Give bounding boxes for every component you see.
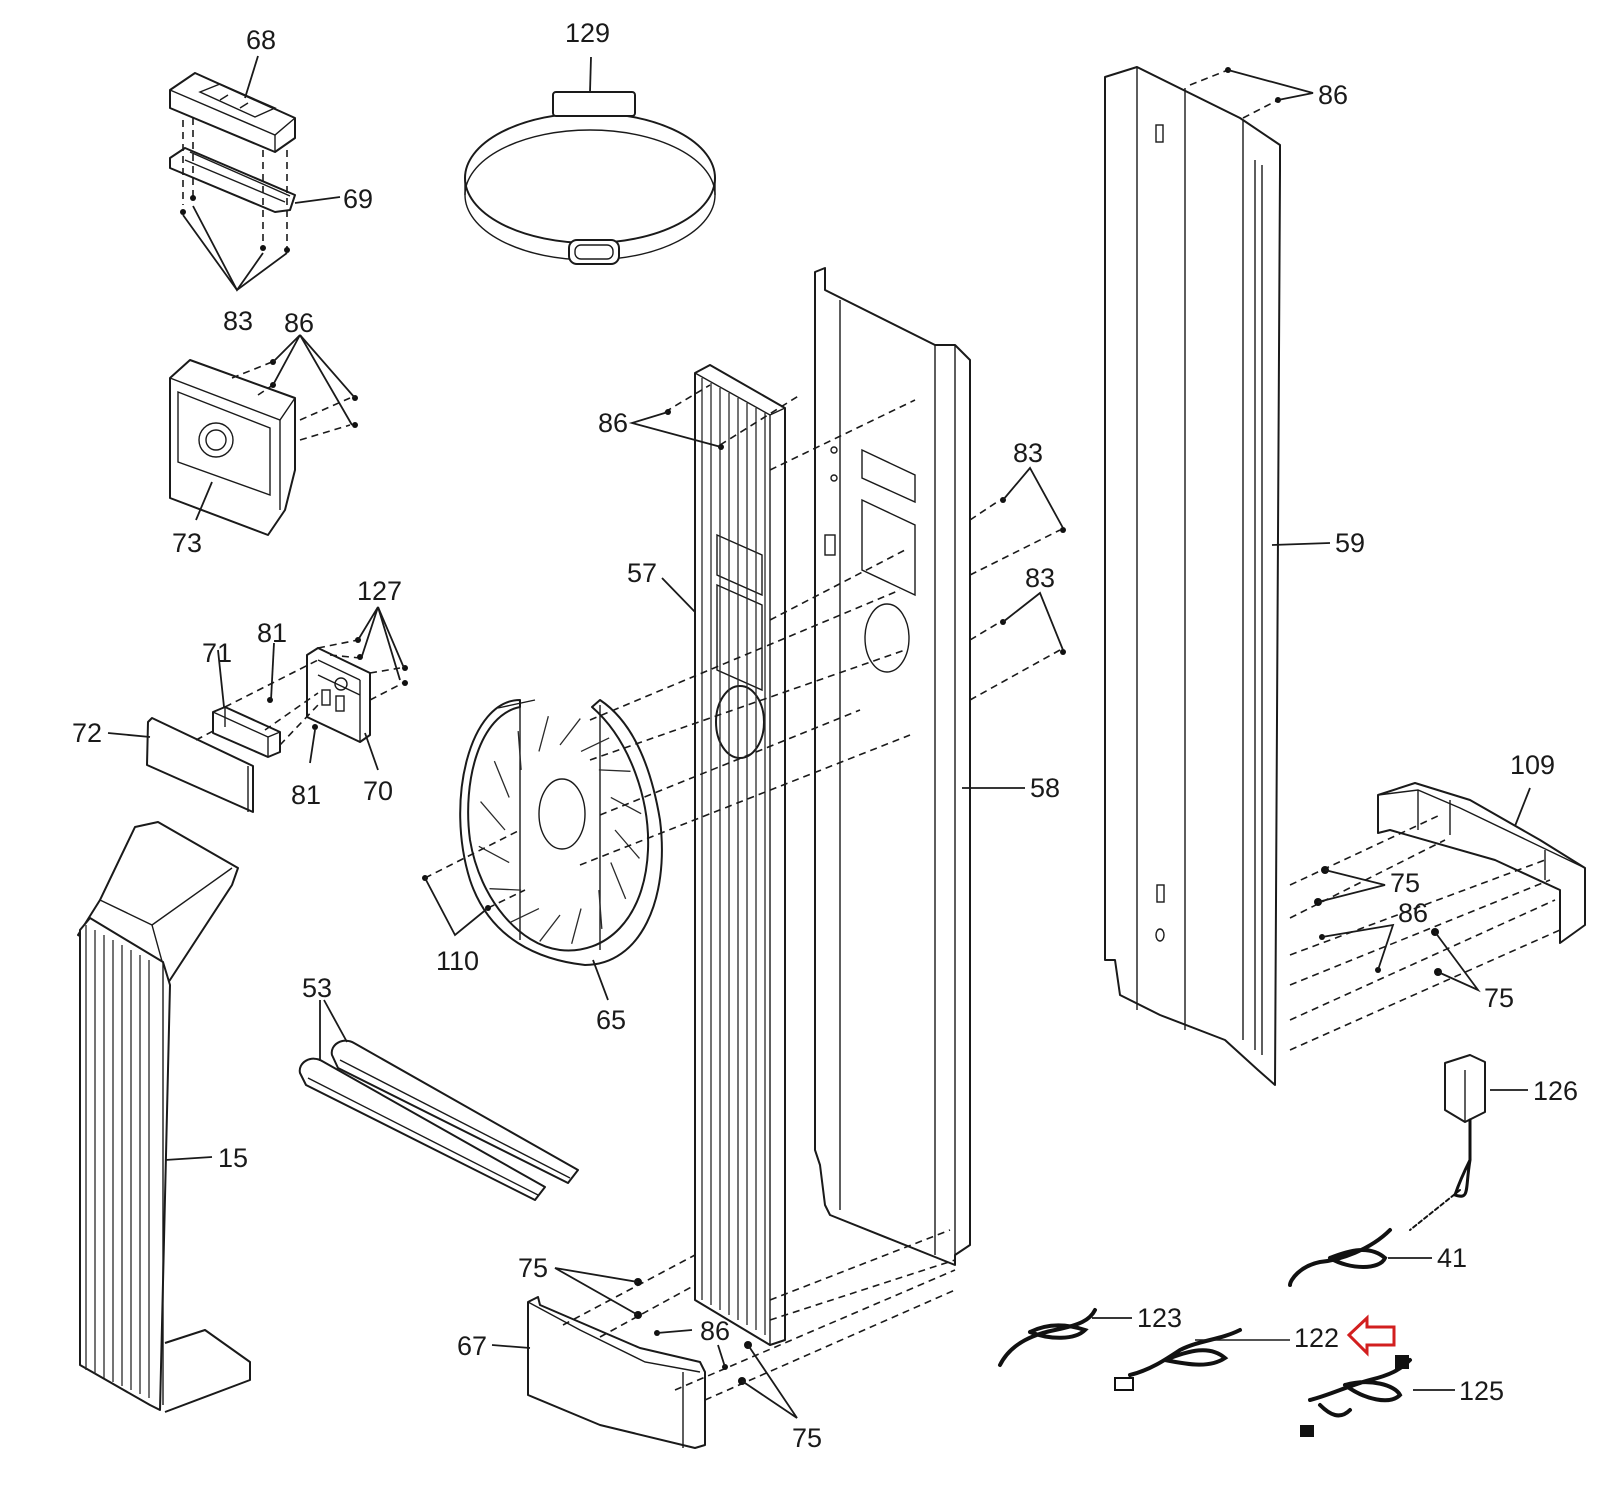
part-label-69: 69 (343, 184, 374, 214)
grille-spoke (538, 716, 549, 752)
grille-spokes (478, 716, 642, 944)
grille-spoke (614, 829, 640, 859)
part-label-53: 53 (302, 973, 333, 1003)
part-label-83: 83 (1013, 438, 1044, 468)
part-label-129: 129 (565, 18, 611, 48)
part-label-75: 75 (1390, 868, 1421, 898)
part-label-86: 86 (598, 408, 629, 438)
power-cord (1288, 1228, 1392, 1287)
part-label-71: 71 (202, 638, 233, 668)
main-frame (814, 267, 971, 1266)
part-label-73: 73 (172, 528, 203, 558)
part-label-86: 86 (284, 308, 315, 338)
grille-spoke (559, 718, 581, 746)
part-label-81: 81 (291, 780, 322, 810)
console-bracket (169, 147, 296, 213)
part-label-57: 57 (627, 558, 658, 588)
panel-ribs (701, 378, 766, 1335)
part-label-83: 83 (223, 306, 254, 336)
part-label-86: 86 (1398, 898, 1429, 928)
electronics-box (212, 706, 281, 758)
grille-spoke (493, 760, 510, 798)
rear-panel (1104, 66, 1281, 1086)
part-label-86: 86 (700, 1316, 731, 1346)
display-housing (169, 359, 296, 536)
leader-69 (294, 196, 341, 204)
part-label-72: 72 (72, 718, 103, 748)
part-label-109: 109 (1510, 750, 1556, 780)
grille-spoke (610, 796, 642, 815)
part-label-59: 59 (1335, 528, 1366, 558)
stand-column (77, 821, 251, 1413)
fan-grille (459, 699, 663, 966)
wire-harness-125 (1300, 1355, 1412, 1437)
part-label-15: 15 (218, 1143, 249, 1173)
front-cover-plate (146, 717, 254, 813)
grille-spoke (571, 908, 582, 944)
part-label-110: 110 (436, 946, 480, 976)
leader-68 (244, 55, 259, 99)
grille-spoke (598, 890, 603, 929)
grille-spoke (517, 731, 522, 770)
grille-spoke (598, 769, 631, 772)
grille-spoke (610, 862, 627, 900)
part-label-126: 126 (1533, 1076, 1579, 1106)
part-label-81: 81 (257, 618, 288, 648)
column-ribs (85, 925, 150, 1398)
front-base-cover (527, 1296, 706, 1449)
wire-harness-123 (998, 1308, 1097, 1367)
part-label-65: 65 (596, 1005, 627, 1035)
part-label-67: 67 (457, 1331, 488, 1361)
part-label-125: 125 (1459, 1376, 1505, 1406)
part-label-70: 70 (363, 776, 394, 806)
grille-spoke (489, 888, 522, 891)
grille-spoke (480, 801, 506, 831)
ring-strap (464, 91, 716, 265)
part-label-122: 122 (1294, 1323, 1340, 1353)
part-label-86: 86 (1318, 80, 1349, 110)
rear-base-cover (1377, 782, 1586, 944)
part-label-127: 127 (357, 576, 403, 606)
grille-spoke (539, 914, 561, 942)
part-label-41: 41 (1437, 1243, 1468, 1273)
part-label-75: 75 (792, 1423, 823, 1453)
part-label-123: 123 (1137, 1303, 1183, 1333)
part-label-68: 68 (246, 25, 277, 55)
part-label-75: 75 (518, 1253, 549, 1283)
grille-spoke (580, 737, 610, 753)
front-panel (694, 364, 786, 1346)
highlight-arrow-icon (1346, 1314, 1396, 1357)
power-adapter (1409, 1054, 1486, 1231)
wire-harness-122 (1114, 1328, 1242, 1391)
part-label-58: 58 (1030, 773, 1061, 803)
console-top-cover (169, 72, 296, 153)
part-label-83: 83 (1025, 563, 1056, 593)
foot-pads (298, 1039, 579, 1201)
grille-spoke (510, 907, 540, 923)
part-label-75: 75 (1484, 983, 1515, 1013)
